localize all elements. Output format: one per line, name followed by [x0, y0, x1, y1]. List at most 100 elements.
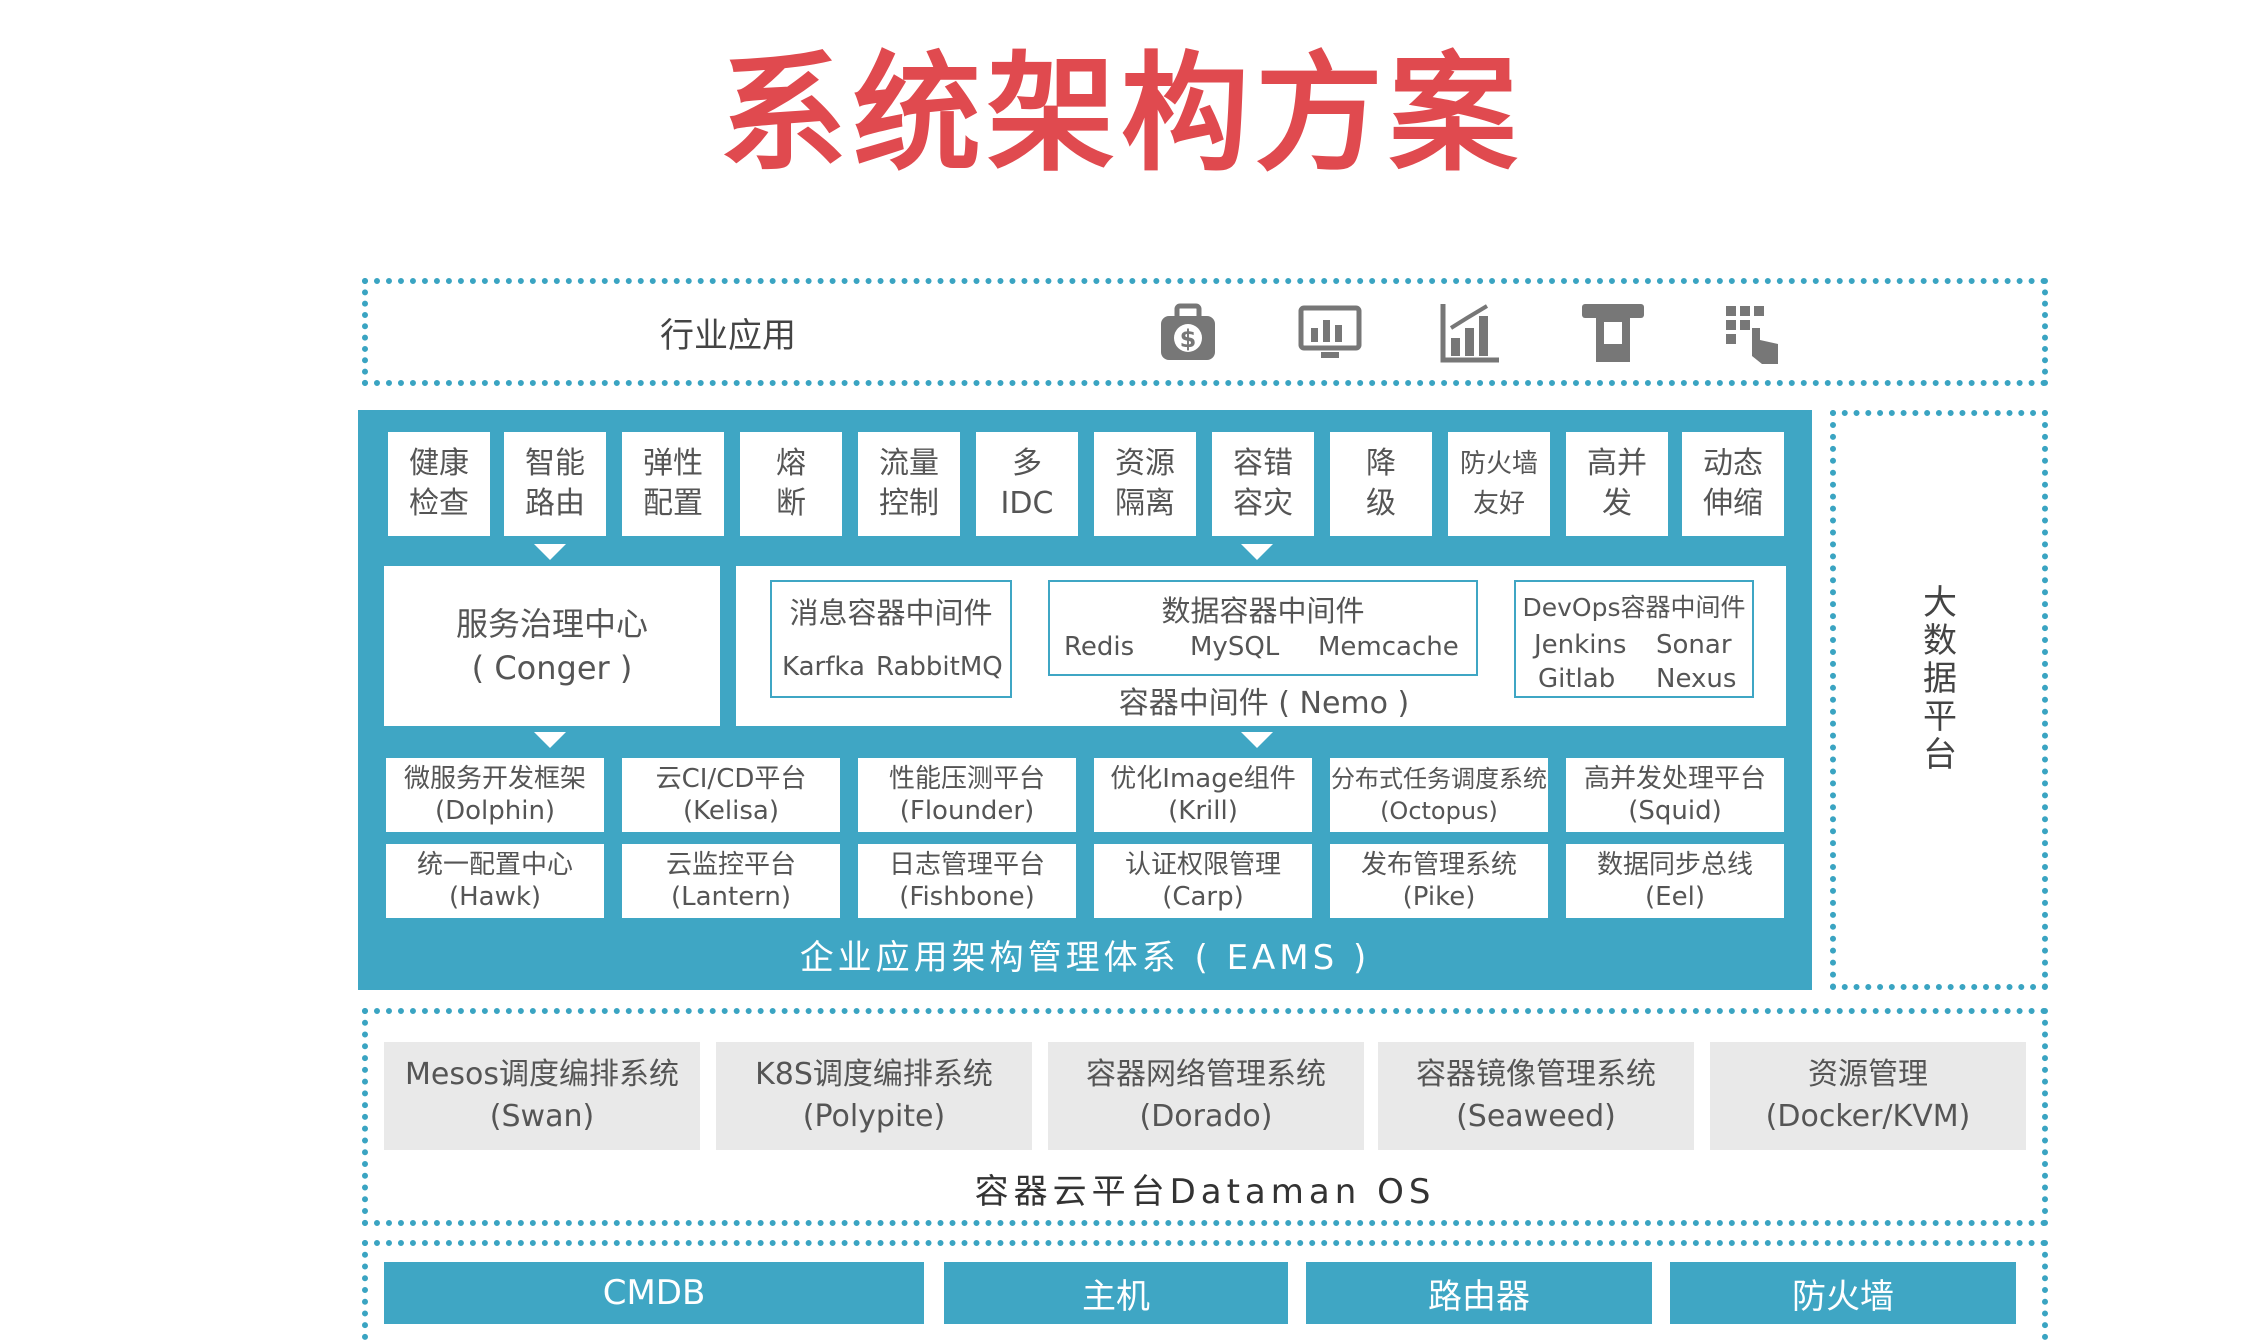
service-code: (Octopus) [1380, 797, 1498, 825]
middleware-item: Redis [1064, 632, 1135, 662]
service-card: 优化Image组件(Krill) [1094, 758, 1312, 832]
money-bag-icon: $ [1153, 298, 1223, 368]
os-system-name: 资源管理 [1808, 1057, 1928, 1092]
service-name: 认证权限管理 [1124, 850, 1281, 880]
os-system-name: 容器镜像管理系统 [1416, 1057, 1656, 1092]
os-system-code: (Polypite) [802, 1099, 946, 1134]
os-system-name: 容器网络管理系统 [1086, 1057, 1326, 1092]
service-code: (Carp) [1162, 882, 1244, 912]
industry-label: 行业应用 [660, 316, 796, 356]
bar-chart-icon [1435, 298, 1505, 368]
service-code: (Kelisa) [683, 796, 779, 826]
service-name: 日志管理平台 [888, 850, 1045, 880]
os-system-card: K8S调度编排系统 (Polypite) [716, 1042, 1032, 1150]
service-code: (Lantern) [670, 882, 792, 912]
service-card: 认证权限管理(Carp) [1094, 844, 1312, 918]
infra-cmdb: CMDB [384, 1262, 924, 1324]
infra-router: 路由器 [1306, 1262, 1652, 1324]
os-label: 容器云平台Dataman OS [974, 1172, 1436, 1212]
feature-smart-routing: 智能 路由 [504, 432, 606, 536]
middleware-item: Jenkins [1534, 630, 1627, 660]
service-card: 日志管理平台(Fishbone) [858, 844, 1076, 918]
arrow-down-icon [534, 732, 566, 748]
service-name: 微服务开发框架 [403, 764, 586, 794]
middleware-panel: 消息容器中间件 Karfka RabbitMQ 数据容器中间件 Redis My… [736, 566, 1786, 726]
service-code: (Pike) [1402, 882, 1476, 912]
service-name: 发布管理系统 [1360, 850, 1517, 880]
bigdata-section [1830, 410, 2048, 990]
service-card: 分布式任务调度系统 (Octopus) [1330, 758, 1548, 832]
os-system-code: (Docker/KVM) [1765, 1099, 1971, 1134]
feature-elastic-config: 弹性 配置 [622, 432, 724, 536]
feature-fault-tolerance: 容错 容灾 [1212, 432, 1314, 536]
middleware-item: Memcache [1318, 632, 1459, 662]
service-card: 发布管理系统(Pike) [1330, 844, 1548, 918]
os-system-card: 资源管理 (Docker/KVM) [1710, 1042, 2026, 1150]
middleware-item: MySQL [1190, 632, 1280, 662]
service-card: 统一配置中心(Hawk) [386, 844, 604, 918]
middleware-item: Sonar [1656, 630, 1732, 660]
feature-high-concurrency: 高并 发 [1566, 432, 1668, 536]
infra-firewall: 防火墙 [1670, 1262, 2016, 1324]
service-card: 微服务开发框架(Dolphin) [386, 758, 604, 832]
feature-degrade: 降 级 [1330, 432, 1432, 536]
service-code: (Fishbone) [899, 882, 1035, 912]
service-name: 云监控平台 [665, 850, 796, 880]
page-title: 系统架构方案 [718, 40, 1523, 189]
feature-circuit-breaker: 熔 断 [740, 432, 842, 536]
service-card: 高并发处理平台(Squid) [1566, 758, 1784, 832]
middleware-label: 容器中间件 ( Nemo ) [1118, 686, 1410, 721]
middleware-item: Gitlab [1538, 664, 1616, 694]
os-system-card: 容器网络管理系统 (Dorado) [1048, 1042, 1364, 1150]
touch-grid-icon [1718, 298, 1788, 368]
middleware-item: Nexus [1656, 664, 1737, 694]
service-code: (Hawk) [448, 882, 542, 912]
eams-panel: 健康 检查 智能 路由 弹性 配置 熔 断 流量 控制 多 IDC 资源 隔离 … [358, 410, 1812, 990]
container-os-section [362, 1008, 2048, 1226]
message-middleware-title: 消息容器中间件 [789, 596, 993, 630]
monitor-chart-icon [1295, 298, 1365, 368]
arrow-down-icon [1241, 544, 1273, 560]
devops-middleware-title: DevOps容器中间件 [1522, 593, 1746, 622]
os-system-code: (Seaweed) [1456, 1099, 1616, 1134]
service-name: 分布式任务调度系统 [1331, 765, 1547, 793]
feature-flow-control: 流量 控制 [858, 432, 960, 536]
os-system-name: K8S调度编排系统 [755, 1057, 993, 1092]
service-code: (Krill) [1168, 796, 1238, 826]
os-system-card: Mesos调度编排系统 (Swan) [384, 1042, 700, 1150]
svg-text:$: $ [1180, 325, 1197, 353]
os-system-code: (Dorado) [1139, 1099, 1273, 1134]
service-code: (Dolphin) [434, 796, 556, 826]
service-card: 云监控平台(Lantern) [622, 844, 840, 918]
service-name: 性能压测平台 [888, 764, 1045, 794]
feature-firewall-friendly: 防火墙 友好 [1448, 432, 1550, 536]
service-name: 统一配置中心 [416, 850, 573, 880]
service-code: (Flounder) [899, 796, 1035, 826]
arrow-down-icon [1241, 732, 1273, 748]
service-name: 云CI/CD平台 [655, 764, 807, 794]
message-middleware: 消息容器中间件 Karfka RabbitMQ [770, 580, 1012, 698]
data-middleware-title: 数据容器中间件 [1161, 594, 1365, 628]
middleware-item: Karfka [782, 652, 865, 682]
infrastructure-section [362, 1240, 2048, 1340]
infra-host: 主机 [944, 1262, 1288, 1324]
feature-health-check: 健康 检查 [388, 432, 490, 536]
service-card: 性能压测平台(Flounder) [858, 758, 1076, 832]
atm-icon [1578, 298, 1648, 368]
arrow-down-icon [534, 544, 566, 560]
service-code: (Squid) [1628, 796, 1722, 826]
feature-auto-scaling: 动态 伸缩 [1682, 432, 1784, 536]
os-system-name: Mesos调度编排系统 [405, 1057, 679, 1092]
governance-name: 服务治理中心 [455, 605, 648, 643]
industry-section [362, 278, 2048, 386]
devops-middleware: DevOps容器中间件 Jenkins Sonar Gitlab Nexus [1514, 580, 1754, 698]
os-system-card: 容器镜像管理系统 (Seaweed) [1378, 1042, 1694, 1150]
governance-center: 服务治理中心 ( Conger ) [384, 566, 720, 726]
os-system-code: (Swan) [489, 1099, 595, 1134]
service-name: 数据同步总线 [1596, 850, 1753, 880]
feature-multi-idc: 多 IDC [976, 432, 1078, 536]
governance-code: ( Conger ) [471, 649, 633, 687]
feature-resource-isolation: 资源 隔离 [1094, 432, 1196, 536]
middleware-item: RabbitMQ [876, 652, 1003, 682]
service-card: 数据同步总线(Eel) [1566, 844, 1784, 918]
